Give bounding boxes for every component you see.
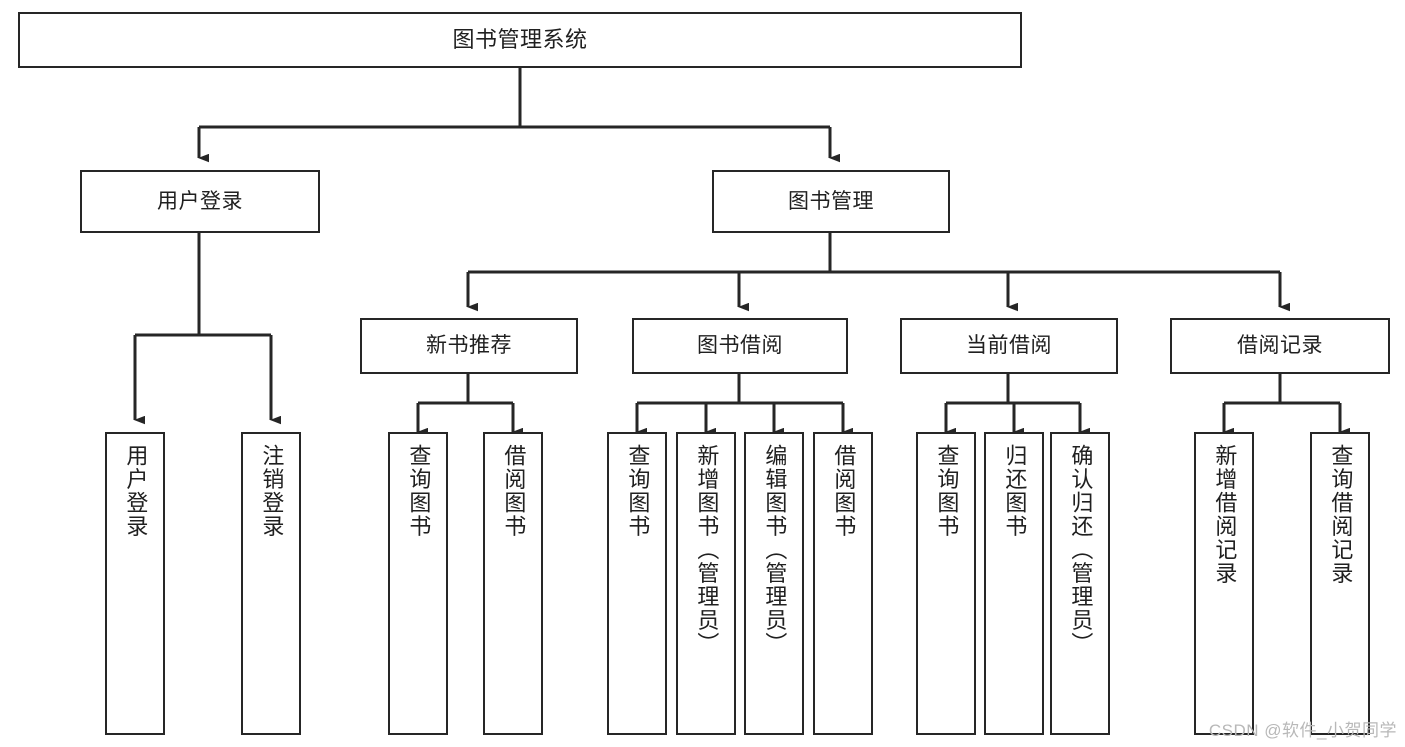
node-label: 图书管理 bbox=[788, 189, 874, 213]
leaf-label: 借阅图书 bbox=[831, 444, 857, 538]
leaf-label: 确认归还（管理员） bbox=[1068, 444, 1094, 656]
leaf-current-query-book[interactable]: 查询图书 bbox=[916, 432, 976, 735]
node-borrow-record[interactable]: 借阅记录 bbox=[1170, 318, 1390, 374]
node-label: 当前借阅 bbox=[966, 334, 1052, 358]
node-label: 图书借阅 bbox=[697, 334, 783, 358]
leaf-label: 编辑图书（管理员） bbox=[762, 444, 788, 656]
leaf-label: 注销登录 bbox=[259, 444, 285, 538]
leaf-label: 归还图书 bbox=[1002, 444, 1028, 538]
leaf-label: 查询借阅记录 bbox=[1328, 444, 1354, 585]
leaf-borrow-borrow-book[interactable]: 借阅图书 bbox=[813, 432, 873, 735]
leaf-current-confirm-return-admin[interactable]: 确认归还（管理员） bbox=[1050, 432, 1110, 735]
leaf-label: 借阅图书 bbox=[501, 444, 527, 538]
node-root-library-system[interactable]: 图书管理系统 bbox=[18, 12, 1022, 68]
leaf-borrow-query-book[interactable]: 查询图书 bbox=[607, 432, 667, 735]
leaf-user-login-logout[interactable]: 注销登录 bbox=[241, 432, 301, 735]
leaf-label: 新增图书（管理员） bbox=[694, 444, 720, 656]
leaf-borrow-add-book-admin[interactable]: 新增图书（管理员） bbox=[676, 432, 736, 735]
leaf-label: 用户登录 bbox=[123, 444, 149, 538]
leaf-borrow-edit-book-admin[interactable]: 编辑图书（管理员） bbox=[744, 432, 804, 735]
leaf-label: 查询图书 bbox=[625, 444, 651, 538]
leaf-record-add-record[interactable]: 新增借阅记录 bbox=[1194, 432, 1254, 735]
leaf-label: 新增借阅记录 bbox=[1212, 444, 1238, 585]
node-label: 借阅记录 bbox=[1237, 334, 1323, 358]
leaf-label: 查询图书 bbox=[406, 444, 432, 538]
node-current-borrow[interactable]: 当前借阅 bbox=[900, 318, 1118, 374]
leaf-user-login-login[interactable]: 用户登录 bbox=[105, 432, 165, 735]
node-label: 用户登录 bbox=[157, 189, 243, 213]
node-label: 图书管理系统 bbox=[452, 26, 588, 52]
leaf-recommend-query-book[interactable]: 查询图书 bbox=[388, 432, 448, 735]
node-label: 新书推荐 bbox=[426, 334, 512, 358]
leaf-recommend-borrow-book[interactable]: 借阅图书 bbox=[483, 432, 543, 735]
leaf-label: 查询图书 bbox=[934, 444, 960, 538]
node-user-login[interactable]: 用户登录 bbox=[80, 170, 320, 233]
leaf-record-query-record[interactable]: 查询借阅记录 bbox=[1310, 432, 1370, 735]
node-new-book-recommend[interactable]: 新书推荐 bbox=[360, 318, 578, 374]
node-book-management[interactable]: 图书管理 bbox=[712, 170, 950, 233]
leaf-current-return-book[interactable]: 归还图书 bbox=[984, 432, 1044, 735]
watermark-text: CSDN @软件_小贺同学 bbox=[1208, 721, 1397, 740]
node-book-borrow[interactable]: 图书借阅 bbox=[632, 318, 848, 374]
